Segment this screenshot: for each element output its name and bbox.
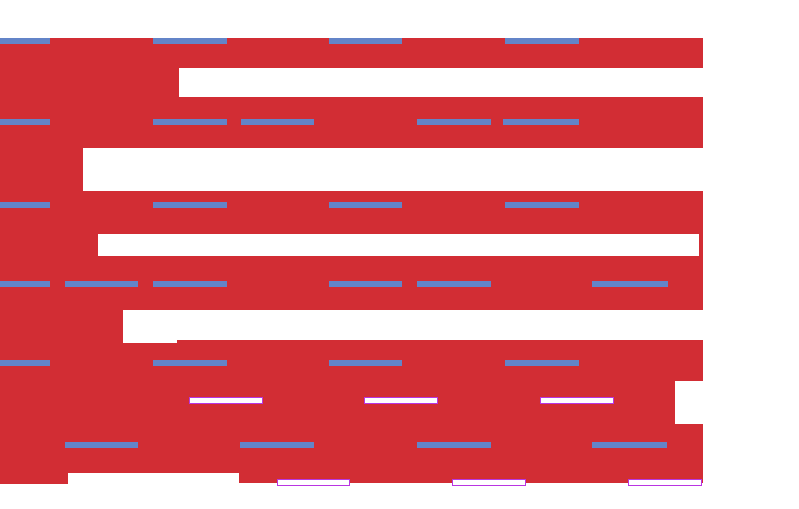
red-block (0, 310, 123, 340)
blue-bar (329, 360, 402, 366)
blue-bar (417, 119, 491, 125)
blue-bar (0, 202, 50, 208)
red-block (0, 473, 68, 484)
blue-bar (0, 38, 50, 44)
outlined-bar (277, 479, 350, 486)
blue-bar (65, 442, 138, 448)
outlined-bar (364, 397, 438, 404)
red-block (0, 191, 703, 234)
blue-bar (153, 360, 227, 366)
white-notch (675, 381, 703, 424)
red-block (0, 148, 83, 191)
blue-bar (153, 202, 227, 208)
blue-bar (153, 281, 227, 287)
blue-bar (153, 38, 227, 44)
blue-bar (0, 119, 50, 125)
blue-bar (329, 281, 402, 287)
blue-bar (505, 360, 579, 366)
blue-bar (329, 202, 402, 208)
red-block (0, 234, 98, 256)
blue-bar (592, 442, 667, 448)
blue-bar (417, 281, 491, 287)
blue-bar (153, 119, 227, 125)
white-notch (123, 340, 177, 343)
blue-bar (505, 38, 579, 44)
outlined-bar (452, 479, 526, 486)
blue-bar (503, 119, 579, 125)
blue-bar (329, 38, 402, 44)
blue-bar (0, 360, 50, 366)
outlined-bar (628, 479, 702, 486)
blue-bar (241, 119, 314, 125)
blue-bar (240, 442, 314, 448)
red-block (0, 68, 179, 97)
red-block (239, 473, 703, 483)
blue-bar (417, 442, 491, 448)
red-block (699, 234, 703, 256)
blue-bar (592, 281, 668, 287)
outlined-bar (540, 397, 614, 404)
blue-bar (0, 281, 50, 287)
blue-bar (505, 202, 579, 208)
outlined-bar (189, 397, 263, 404)
red-block (0, 97, 703, 148)
blue-bar (65, 281, 138, 287)
